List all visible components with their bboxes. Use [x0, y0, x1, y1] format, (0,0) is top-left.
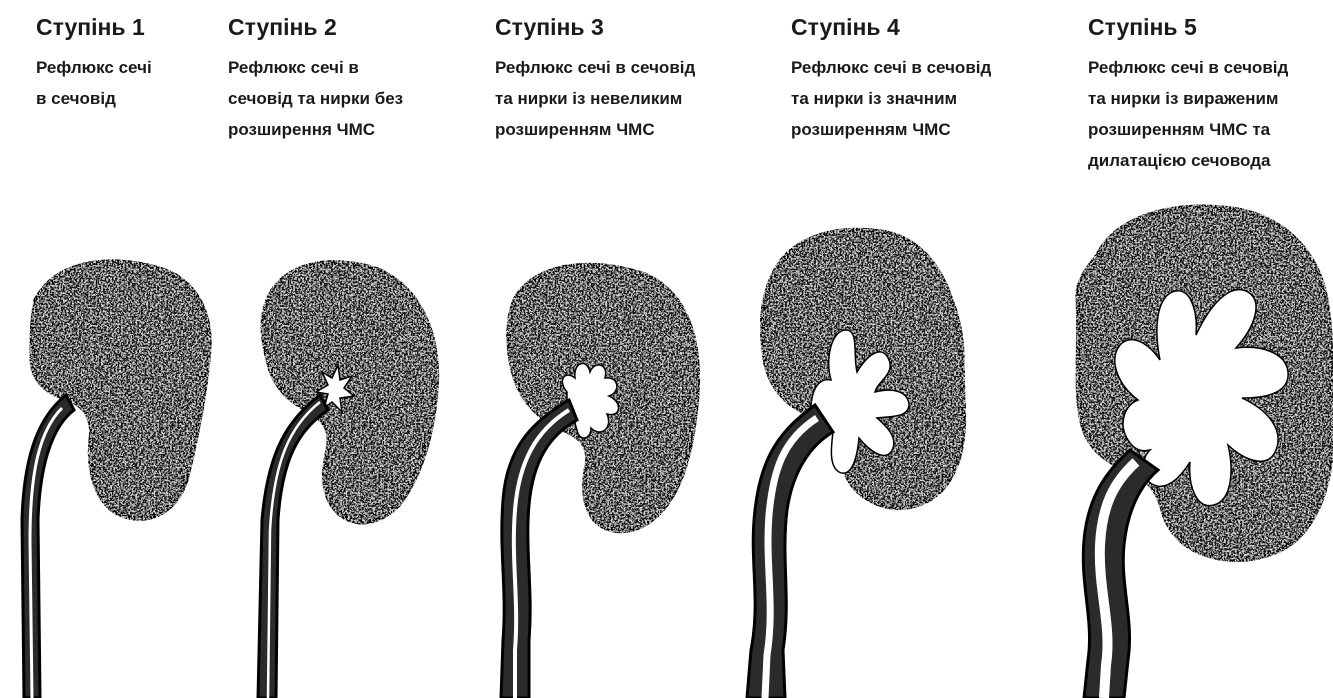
kidney-illustration-stage-4 [791, 0, 1051, 698]
stage-4: Ступінь 4 Рефлюкс сечі в сечовід та нирк… [791, 0, 1051, 698]
stage-1: Ступінь 1 Рефлюкс сечі в сечовід [36, 0, 236, 698]
kidney [32, 262, 209, 518]
kidney-illustration-stage-3 [495, 0, 755, 698]
kidney-illustration-stage-2 [228, 0, 488, 698]
stage-5: Ступінь 5 Рефлюкс сечі в сечовід та нирк… [1088, 0, 1333, 698]
stage-3: Ступінь 3 Рефлюкс сечі в сечовід та нирк… [495, 0, 755, 698]
kidney-illustration-stage-5 [1088, 0, 1333, 698]
stage-2: Ступінь 2 Рефлюкс сечі в сечовід та нирк… [228, 0, 488, 698]
kidney-illustration-stage-1 [36, 0, 236, 698]
